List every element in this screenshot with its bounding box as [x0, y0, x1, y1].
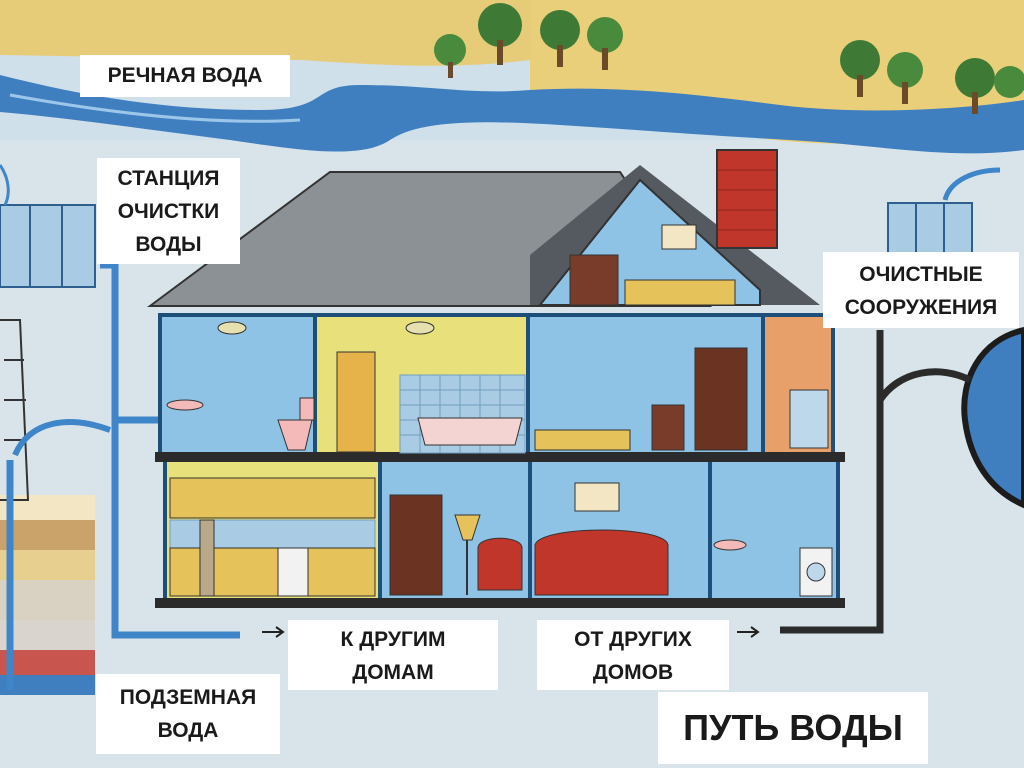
- nightstand: [651, 404, 685, 451]
- floor-slab-lower: [155, 598, 845, 608]
- shower-cabin: [789, 389, 829, 449]
- ground-layers: [0, 495, 95, 695]
- attic-bed: [624, 279, 736, 306]
- river-water-text: РЕЧНАЯ ВОДА: [107, 64, 263, 87]
- sink-lower: [713, 539, 747, 551]
- bookshelf: [389, 494, 443, 596]
- river: [0, 75, 1024, 154]
- station-line-3: ВОДЫ: [135, 233, 202, 256]
- bathroom-door: [336, 351, 376, 453]
- arrow-from-groundwater: [12, 419, 112, 457]
- bed: [534, 429, 631, 451]
- to-other-houses-label: К ДРУГИМ ДОМАМ: [288, 620, 498, 690]
- chimney: [716, 149, 778, 249]
- diagram-title-text: ПУТЬ ВОДЫ: [683, 707, 903, 748]
- attic-picture: [661, 224, 697, 250]
- groundwater-line-1: ПОДЗЕМНАЯ: [119, 686, 257, 709]
- toilet-tank: [299, 397, 315, 421]
- water-station-label: СТАНЦИЯ ОЧИСТКИ ВОДЫ: [97, 158, 240, 264]
- river-water-label: РЕЧНАЯ ВОДА: [80, 55, 290, 97]
- arrow-to-river: [942, 167, 1001, 201]
- floor-lamp: [454, 514, 481, 541]
- arrow-to-other-houses: [262, 626, 285, 638]
- arrow-to-station: [0, 164, 10, 206]
- river-highlight: [9, 93, 301, 123]
- attic-drawers: [569, 254, 619, 306]
- sand-field-left: [0, 0, 530, 66]
- armchair: [477, 537, 523, 591]
- groundwater-label: ПОДЗЕМНАЯ ВОДА: [96, 674, 280, 754]
- water-station-tank: [0, 204, 96, 288]
- sink-upper: [166, 399, 204, 411]
- to-other-line-1: К ДРУГИМ: [340, 628, 446, 651]
- house: [146, 149, 845, 608]
- from-other-houses-label: ОТ ДРУГИХ ДОМОВ: [537, 620, 729, 690]
- treatment-label: ОЧИСТНЫЕ СООРУЖЕНИЯ: [823, 252, 1019, 328]
- from-other-line-2: ДОМОВ: [592, 661, 674, 684]
- stove: [277, 547, 309, 597]
- floor-slab-upper: [155, 452, 845, 462]
- groundwater-line-2: ВОДА: [157, 719, 219, 742]
- wardrobe: [694, 347, 748, 451]
- to-other-line-2: ДОМАМ: [352, 661, 434, 684]
- lamp-upper-mid: [405, 321, 435, 335]
- lamp-upper-left: [217, 321, 247, 335]
- person-kitchen: [199, 519, 215, 597]
- diagram-title: ПУТЬ ВОДЫ: [658, 692, 928, 764]
- treatment-tank: [887, 202, 973, 256]
- sofa: [534, 529, 669, 596]
- waste-pipes: [780, 330, 972, 634]
- bathtub: [417, 417, 523, 446]
- station-line-2: ОЧИСТКИ: [117, 200, 220, 223]
- from-other-line-1: ОТ ДРУГИХ: [574, 628, 692, 651]
- living-picture: [574, 482, 620, 512]
- treatment-line-1: ОЧИСТНЫЕ: [859, 263, 983, 286]
- trees: [434, 3, 1024, 114]
- arrow-from-other-houses: [737, 626, 760, 638]
- lake: [961, 326, 1024, 509]
- treatment-line-2: СООРУЖЕНИЯ: [844, 296, 998, 319]
- kitchen-upper-cabinets: [169, 477, 376, 519]
- station-line-1: СТАНЦИЯ: [117, 167, 220, 190]
